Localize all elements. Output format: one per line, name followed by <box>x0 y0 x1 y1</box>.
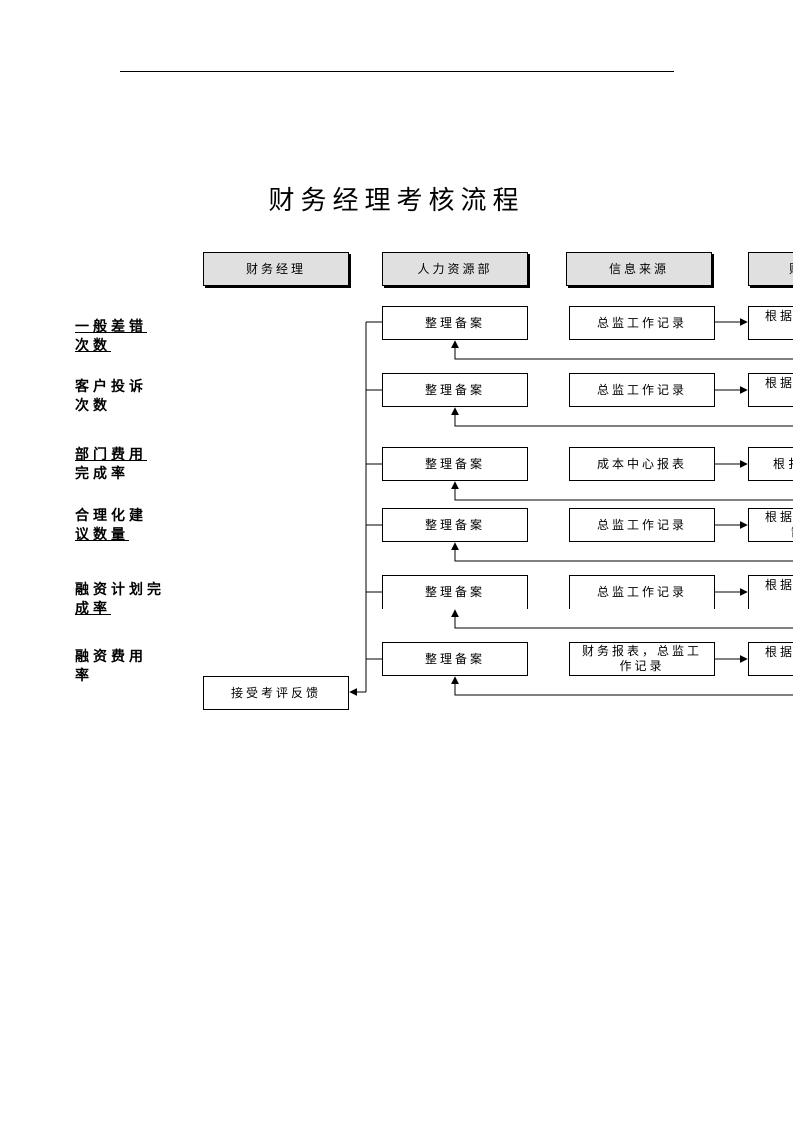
cut-off-text: 根据 <box>765 309 793 323</box>
header-hr-department: 人力资源部 <box>382 252 528 286</box>
hr-task-box: 整理备案 <box>382 373 528 407</box>
row-label-customer-complaints: 客户投诉 次数 <box>75 378 175 416</box>
hr-task-box: 整理备案 <box>382 642 528 676</box>
info-source-box: 总监工作记录 <box>569 508 715 542</box>
row-label-general-errors: 一般差错 次数 <box>75 318 175 356</box>
return-arrow <box>451 340 793 360</box>
header-finance-manager: 财务经理 <box>203 252 349 286</box>
row-label-line: 合理化建 <box>75 508 147 524</box>
cut-off-text: 根扌 <box>773 456 793 471</box>
hr-task-box: 整理备案 <box>382 508 528 542</box>
cut-off-text: 根据 <box>765 376 793 390</box>
cut-off-box: 根据 <box>748 373 793 407</box>
row-label-line: 完成率 <box>75 466 129 482</box>
row-label-line: 次数 <box>75 338 111 354</box>
top-rule <box>120 71 674 72</box>
row-label-line: 次数 <box>75 398 111 414</box>
row-label-line: 议数量 <box>75 527 129 543</box>
row-label-financing-plan: 融资计划完 成率 <box>75 581 175 619</box>
row-label-line: 融资费用 <box>75 649 147 665</box>
hr-task-box: 整理备案 <box>382 306 528 340</box>
cut-off-box: 根据 箭 <box>748 508 793 542</box>
row-label-suggestions: 合理化建 议数量 <box>75 507 175 545</box>
return-arrow <box>451 481 793 501</box>
cut-off-text: 根据 <box>765 510 793 524</box>
cut-off-box: 根据 <box>748 306 793 340</box>
row-label-line: 成率 <box>75 601 111 617</box>
row-label-financing-cost: 融资费用 率 <box>75 648 175 686</box>
cut-off-text: 根据 <box>765 645 793 659</box>
info-source-box: 财务报表，总监工作记录 <box>569 642 715 676</box>
row-label-dept-cost-rate: 部门费用 完成率 <box>75 446 175 484</box>
row-label-line: 融资计划完 <box>75 582 165 598</box>
cut-off-box: 根扌 <box>748 447 793 481</box>
info-source-box: 总监工作记录 <box>569 306 715 340</box>
info-source-box: 总监工作记录 <box>569 575 715 609</box>
cut-off-box: 根据 <box>748 575 793 609</box>
cut-off-box: 根据 <box>748 642 793 676</box>
info-source-box: 成本中心报表 <box>569 447 715 481</box>
header-info-source: 信息来源 <box>566 252 712 286</box>
cut-off-text: 根据 <box>765 578 793 592</box>
cut-off-text: 箭 <box>765 525 793 540</box>
info-source-box: 总监工作记录 <box>569 373 715 407</box>
hr-task-box: 整理备案 <box>382 575 528 609</box>
return-arrow <box>451 609 793 629</box>
return-arrow <box>451 407 793 427</box>
row-label-line: 一般差错 <box>75 319 147 335</box>
row-label-line: 部门费用 <box>75 447 147 463</box>
return-arrow <box>451 676 793 696</box>
hr-task-box: 整理备案 <box>382 447 528 481</box>
return-arrow <box>451 542 793 562</box>
row-label-line: 客户投诉 <box>75 379 147 395</box>
row-label-line: 率 <box>75 668 93 684</box>
feedback-box: 接受考评反馈 <box>203 676 349 710</box>
header-finance-cut: 财 <box>748 252 793 286</box>
page-title: 财务经理考核流程 <box>268 186 525 216</box>
